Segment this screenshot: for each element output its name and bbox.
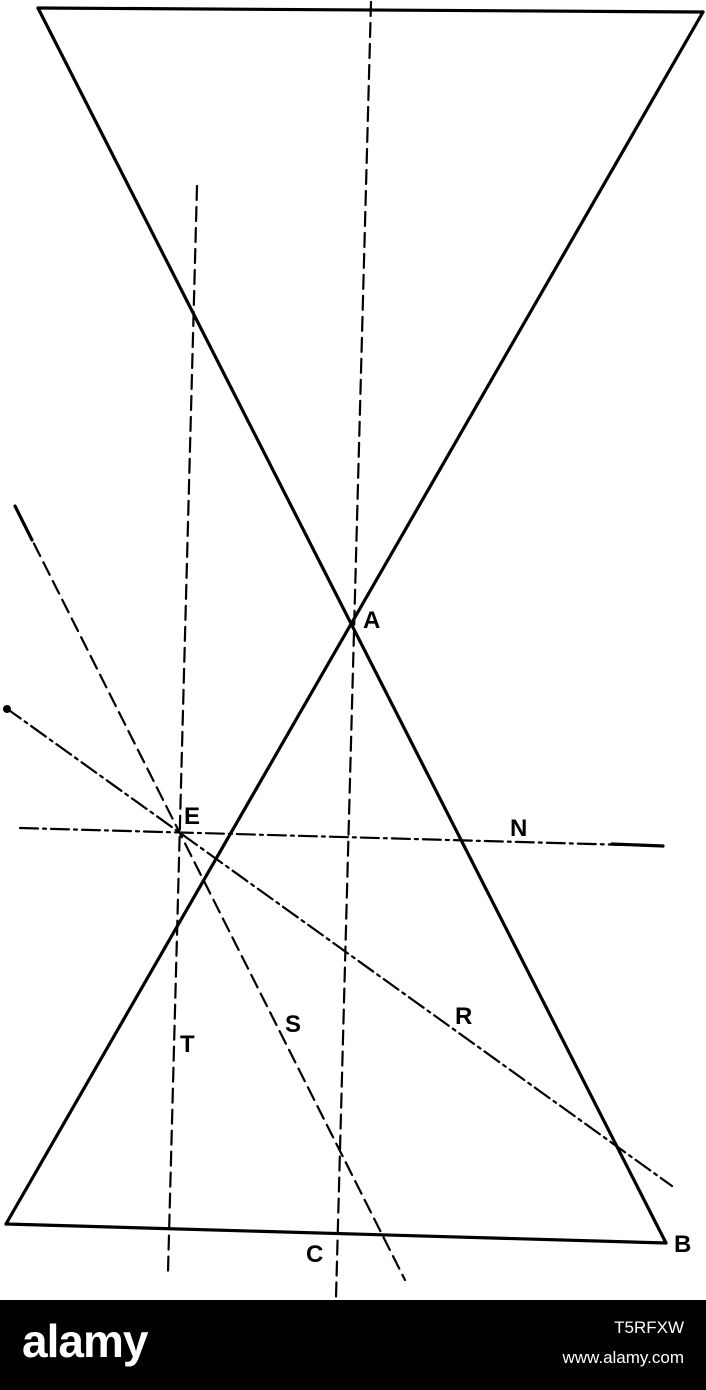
label-b: B	[674, 1231, 691, 1258]
label-n: N	[510, 815, 527, 842]
line-n-solid-end	[610, 842, 665, 848]
label-a: A	[363, 607, 380, 634]
label-t: T	[180, 1031, 195, 1058]
watermark-footer: alamy T5RFXW www.alamy.com	[0, 1300, 706, 1390]
cone-base-edge	[4, 1222, 668, 1245]
line-s-solid-end	[13, 504, 34, 542]
cone-diagram: A B C E N R S T	[3, 0, 705, 1300]
line-s	[13, 504, 407, 1282]
line-r-endpoint	[3, 705, 11, 713]
label-r: R	[455, 1003, 472, 1030]
line-n	[18, 826, 665, 848]
axis-line	[334, 0, 373, 1300]
image-id: T5RFXW	[614, 1318, 684, 1337]
site-url: www.alamy.com	[562, 1348, 684, 1367]
label-c: C	[306, 1241, 323, 1268]
label-e: E	[184, 803, 200, 830]
alamy-logo: alamy	[22, 1315, 148, 1367]
line-t	[166, 184, 199, 1274]
label-s: S	[285, 1011, 301, 1038]
line-r	[4, 706, 674, 1188]
